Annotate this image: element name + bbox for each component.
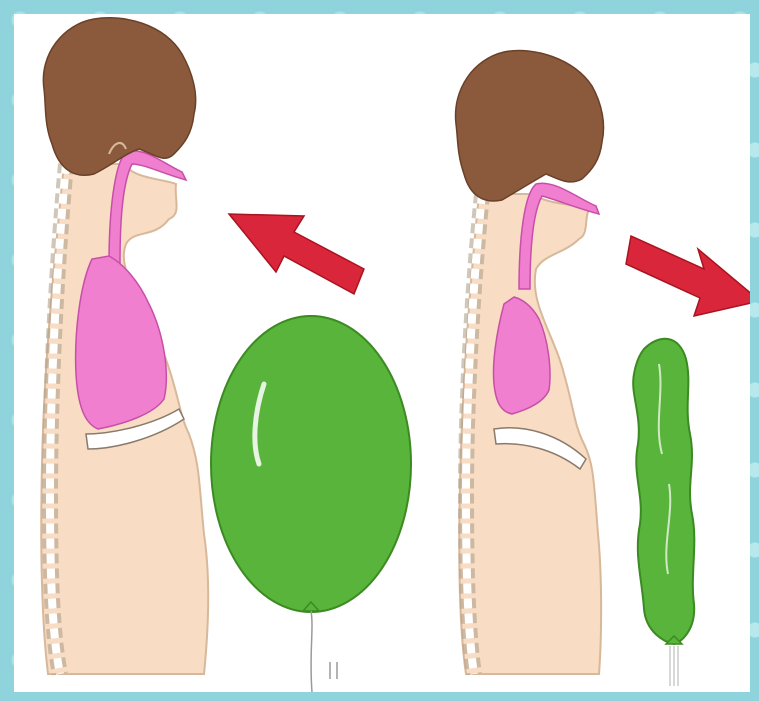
arrow-exhale: [626, 236, 750, 316]
balloon-deflated: [633, 339, 694, 686]
hair-exhale: [456, 51, 604, 201]
figure-exhale: [456, 51, 604, 674]
balloon-inflated: [211, 316, 411, 692]
hair-inhale: [43, 18, 195, 175]
figure-inhale: [41, 18, 208, 674]
illustration-panel: [14, 14, 750, 692]
lungs-expanded: [76, 256, 167, 429]
arrow-inhale: [229, 214, 364, 294]
